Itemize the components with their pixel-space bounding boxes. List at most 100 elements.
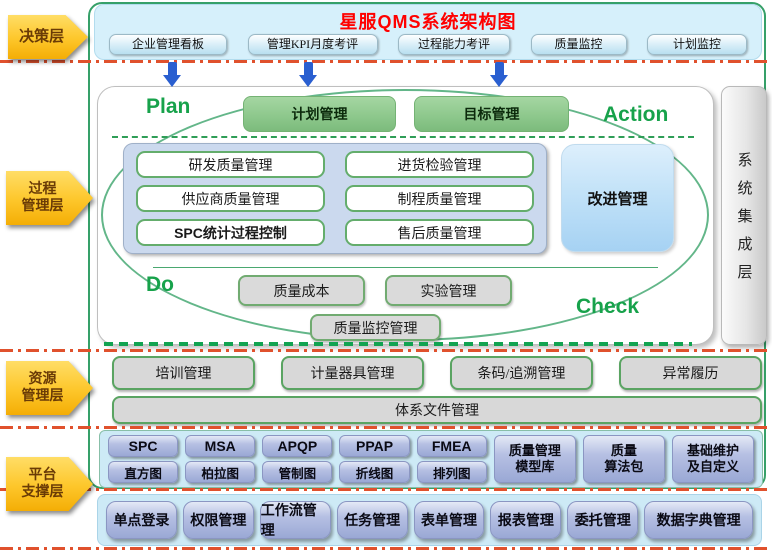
- layer-label: 资源: [28, 371, 57, 387]
- pdca-label-check: Check: [576, 295, 640, 318]
- service-form-management: 表单管理: [413, 501, 485, 539]
- layer-arrow-platform: 平台 支撑层: [6, 457, 93, 511]
- integration-layer-label: 系统集成层: [735, 152, 752, 292]
- layer-label: 管理层: [21, 389, 64, 404]
- label-line: 模型库: [515, 459, 555, 474]
- tool-pair-ppap: PPAP 折线图: [339, 435, 410, 483]
- module-lab-management: 实验管理: [385, 275, 512, 306]
- layer-label: 过程: [28, 181, 57, 197]
- arrow-right-icon: 过程 管理层: [6, 171, 93, 225]
- decision-item-capability-review: 过程能力考评: [398, 34, 510, 55]
- service-delegation-management: 委托管理: [567, 501, 639, 539]
- tool-control-chart: 管制图: [262, 461, 333, 483]
- tool-ppap: PPAP: [339, 435, 410, 457]
- pdca-label-plan: Plan: [146, 95, 191, 118]
- decision-item-dashboard: 企业管理看板: [109, 34, 227, 55]
- module-document-system: 体系文件管理: [112, 396, 762, 424]
- arrow-head: [299, 75, 317, 87]
- arrow-right-icon: 平台 支撑层: [6, 457, 93, 511]
- layer-label: 决策层: [19, 28, 65, 45]
- down-arrow-icon: [299, 62, 317, 87]
- down-arrow-icon: [163, 62, 181, 87]
- thick-dashed-divider: [104, 342, 692, 346]
- module-rd-quality: 研发质量管理: [136, 151, 325, 178]
- pdca-label-do: Do: [146, 273, 174, 296]
- pdca-label-action: Action: [603, 103, 669, 126]
- layer-arrow-resource: 资源 管理层: [6, 361, 93, 415]
- arrow-shaft: [167, 62, 177, 75]
- service-report-management: 报表管理: [490, 501, 562, 539]
- page-title: 星服QMS系统架构图: [339, 12, 517, 32]
- tool-line-chart: 折线图: [339, 461, 410, 483]
- solid-divider: [153, 267, 658, 268]
- decision-item-plan-monitor: 计划监控: [647, 34, 747, 55]
- pdca-process-panel: Plan Action Do Check 计划管理 目标管理 研发质量管理 进货…: [97, 86, 714, 345]
- module-supplier-quality: 供应商质量管理: [136, 185, 325, 212]
- layer-separator-line: [0, 60, 772, 63]
- layer-separator-line: [0, 547, 772, 550]
- layer-separator-line: [0, 488, 772, 491]
- layer-arrow-decision: 决策层: [8, 15, 88, 59]
- module-quality-monitoring: 质量监控管理: [310, 314, 441, 341]
- decision-item-quality-monitor: 质量监控: [530, 34, 627, 55]
- tool-pair-fmea: FMEA 排列图: [416, 435, 487, 483]
- tool-histogram: 直方图: [108, 461, 179, 483]
- tool-pair-apqp: APQP 管制图: [262, 435, 333, 483]
- arrow-head: [163, 75, 181, 87]
- core-modules-panel: 研发质量管理 进货检验管理 供应商质量管理 制程质量管理 SPC统计过程控制 售…: [123, 143, 547, 254]
- module-plan-management: 计划管理: [243, 96, 396, 132]
- arrow-shaft: [494, 62, 504, 75]
- label-line: 算法包: [604, 459, 644, 474]
- layer-arrow-process: 过程 管理层: [6, 171, 93, 225]
- module-quality-model-library: 质量管理 模型库: [493, 435, 576, 483]
- tool-bar-chart: 排列图: [416, 461, 487, 483]
- layer-label: 管理层: [21, 199, 64, 214]
- down-arrow-icon: [490, 62, 508, 87]
- module-goal-management: 目标管理: [414, 96, 569, 132]
- module-training-management: 培训管理: [112, 356, 255, 390]
- label-line: 质量管理: [508, 442, 561, 458]
- module-improvement-management: 改进管理: [561, 144, 674, 252]
- tool-spc: SPC: [108, 435, 179, 457]
- tool-pair-msa: MSA 柏拉图: [185, 435, 256, 483]
- tool-apqp: APQP: [262, 435, 333, 457]
- label-line: 及自定义: [686, 459, 739, 474]
- service-single-sign-on: 单点登录: [106, 501, 177, 539]
- tool-pareto: 柏拉图: [185, 461, 256, 483]
- module-gauge-management: 计量器具管理: [281, 356, 424, 390]
- arrow-right-icon: 资源 管理层: [6, 361, 93, 415]
- platform-services-panel: 单点登录 权限管理 工作流管理 任务管理 表单管理 报表管理 委托管理 数据字典…: [97, 494, 762, 546]
- module-quality-cost: 质量成本: [238, 275, 365, 306]
- service-task-management: 任务管理: [336, 501, 408, 539]
- tool-pair-spc: SPC 直方图: [108, 435, 179, 483]
- arrow-shaft: [303, 62, 313, 75]
- service-data-dictionary: 数据字典管理: [644, 501, 754, 539]
- decision-layer-panel: 星服QMS系统架构图 企业管理看板 管理KPI月度考评 过程能力考评 质量监控 …: [94, 4, 762, 60]
- layer-label: 平台: [28, 467, 57, 483]
- decision-item-kpi-review: 管理KPI月度考评: [247, 34, 378, 55]
- label-line: 质量: [610, 442, 637, 458]
- dashed-divider: [112, 136, 694, 138]
- decision-items-row: 企业管理看板 管理KPI月度考评 过程能力考评 质量监控 计划监控: [109, 34, 747, 55]
- platform-tools-panel: SPC 直方图 MSA 柏拉图 APQP 管制图 PPAP 折线图 FMEA 排…: [99, 430, 763, 488]
- module-exception-history: 异常履历: [619, 356, 762, 390]
- module-quality-algorithm-pack: 质量 算法包: [582, 435, 665, 483]
- module-after-sales-quality: 售后质量管理: [345, 219, 534, 246]
- label-line: 基础维护: [686, 442, 739, 458]
- integration-layer-bar: 系统集成层: [721, 86, 767, 345]
- module-base-maintenance-custom: 基础维护 及自定义: [671, 435, 755, 483]
- resource-items-row: 培训管理 计量器具管理 条码/追溯管理 异常履历: [112, 356, 762, 390]
- layer-label: 支撑层: [21, 485, 64, 500]
- module-process-quality: 制程质量管理: [345, 185, 534, 212]
- module-incoming-inspection: 进货检验管理: [345, 151, 534, 178]
- module-spc-control: SPC统计过程控制: [136, 219, 325, 246]
- tool-msa: MSA: [185, 435, 256, 457]
- service-workflow-management: 工作流管理: [259, 501, 331, 539]
- service-permission-management: 权限管理: [182, 501, 254, 539]
- arrow-head: [490, 75, 508, 87]
- arrow-right-icon: 决策层: [8, 15, 88, 59]
- module-barcode-traceability: 条码/追溯管理: [450, 356, 593, 390]
- tool-fmea: FMEA: [416, 435, 487, 457]
- layer-separator-line: [0, 349, 772, 352]
